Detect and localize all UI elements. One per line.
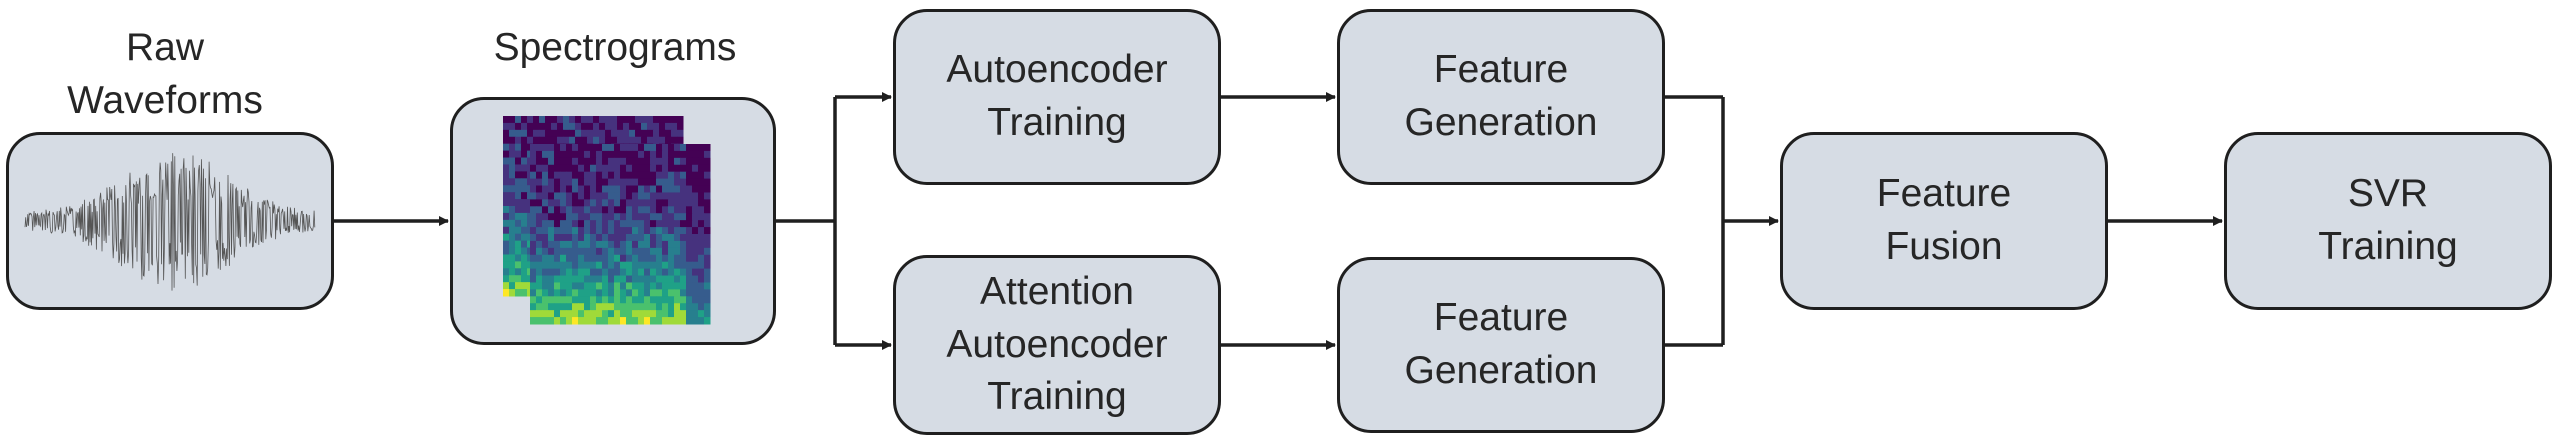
svr-training-line2: Training bbox=[2318, 225, 2458, 268]
spectrograms-label: Spectrograms bbox=[460, 22, 770, 75]
attention-autoencoder-line3: Training bbox=[987, 375, 1127, 419]
attention-autoencoder-line1: Attention bbox=[980, 270, 1134, 314]
svr-training-box: SVR Training bbox=[2224, 132, 2552, 310]
waveform-icon bbox=[24, 153, 316, 291]
attention-autoencoder-line2: Autoencoder bbox=[946, 322, 1168, 366]
autoencoder-training-box: Autoencoder Training bbox=[893, 9, 1221, 185]
feature-generation-bottom-line1: Feature bbox=[1433, 296, 1569, 340]
svr-training-line1: SVR bbox=[2347, 172, 2429, 216]
feature-generation-bottom-line2: Generation bbox=[1404, 349, 1598, 392]
autoencoder-training-line1: Autoencoder bbox=[946, 48, 1168, 92]
attention-autoencoder-training-box: Attention Autoencoder Training bbox=[893, 255, 1221, 435]
raw-waveform-box bbox=[6, 132, 334, 310]
raw-waveforms-label-line1: Raw bbox=[125, 26, 205, 69]
feature-generation-top-box: Feature Generation bbox=[1337, 9, 1665, 185]
feature-generation-bottom-box: Feature Generation bbox=[1337, 257, 1665, 433]
raw-waveforms-label: Raw Waveforms bbox=[40, 22, 290, 127]
spectrograms-label-line1: Spectrograms bbox=[493, 26, 737, 69]
raw-waveforms-label-line2: Waveforms bbox=[67, 78, 263, 122]
feature-fusion-line1: Feature bbox=[1876, 172, 2012, 216]
spectrogram-box bbox=[450, 97, 776, 345]
spectrogram-icon bbox=[503, 116, 711, 325]
autoencoder-training-line2: Training bbox=[987, 101, 1127, 144]
feature-generation-top-line2: Generation bbox=[1404, 101, 1598, 144]
feature-generation-top-line1: Feature bbox=[1433, 48, 1569, 92]
feature-fusion-line2: Fusion bbox=[1885, 225, 2003, 268]
feature-fusion-box: Feature Fusion bbox=[1780, 132, 2108, 310]
